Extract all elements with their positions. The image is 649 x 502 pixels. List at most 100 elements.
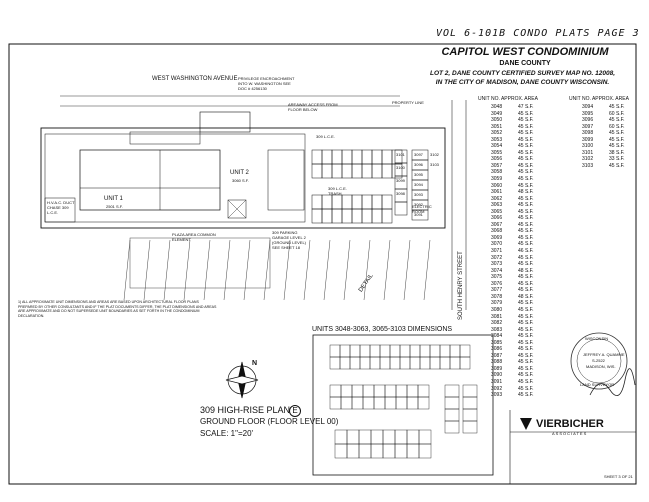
unit-area: 45 S.F. xyxy=(609,104,625,110)
unit-area: 45 S.F. xyxy=(518,162,534,169)
unit-area: 45 S.F. xyxy=(609,130,625,137)
unit-number: 3077 xyxy=(491,287,503,294)
unit-area: 45 S.F. xyxy=(609,143,625,150)
detail-unit xyxy=(339,356,351,370)
storage-units-grid xyxy=(267,149,429,224)
detail-unit xyxy=(358,429,372,445)
unit-number: 3088 xyxy=(491,359,503,366)
unit-number: 3072 xyxy=(491,254,503,261)
detail-unit xyxy=(382,429,396,445)
table-row: 3092 45 S.F. xyxy=(491,386,534,393)
parking-stall-line xyxy=(323,239,331,301)
storage-unit xyxy=(341,208,353,224)
detail-unit xyxy=(334,443,348,459)
plan-unit-number: 3101 xyxy=(396,152,405,157)
unit-number: 3094 xyxy=(582,104,594,110)
firm-name: VIERBICHER xyxy=(536,418,604,430)
unit2-area: 3060 S.F. xyxy=(232,178,249,183)
title-line2: IN THE CITY OF MADISON, DANE COUNTY WISC… xyxy=(435,79,610,86)
privilege-label: PRIVILEGE ENCROACHMENT INTO W. WASHINGTO… xyxy=(238,76,295,91)
unit-area: 45 S.F. xyxy=(518,274,534,281)
detail-unit xyxy=(462,396,478,410)
detail-unit xyxy=(406,384,419,398)
storage-unit xyxy=(371,163,383,179)
plan-unit-number: 3097 xyxy=(414,152,423,157)
detail-unit xyxy=(444,384,460,398)
unit-number: 3092 xyxy=(491,385,503,392)
storage-unit xyxy=(311,208,323,224)
unit-area: 45 S.F. xyxy=(518,110,534,117)
unit-number: 3055 xyxy=(491,149,503,156)
detail-units-grid xyxy=(329,344,478,459)
compass-north-label: N xyxy=(252,360,258,367)
unit-area: 45 S.F. xyxy=(518,123,534,130)
hvac-label: H.V.A.C. DUCT CHASE 309 L.C.E. xyxy=(47,200,75,215)
unit-area: 45 S.F. xyxy=(518,385,534,392)
detail-unit xyxy=(346,429,360,445)
storage-unit xyxy=(331,149,343,165)
unit-area: 60 S.F. xyxy=(609,123,625,130)
plan-unit-number: 3102 xyxy=(430,152,439,157)
parking-stall-line xyxy=(303,239,311,301)
unit-number: 3093 xyxy=(491,392,503,399)
seal-top: WISCONSIN xyxy=(585,336,609,341)
storage-unit xyxy=(321,208,333,224)
table-header-1: UNIT NO. APPROX. AREA xyxy=(478,96,538,102)
parking-stall-line xyxy=(123,239,131,301)
unit-number: 3091 xyxy=(491,378,503,385)
detail-unit xyxy=(359,344,371,358)
unit-number: 3087 xyxy=(491,352,503,359)
unit-number: 3101 xyxy=(582,149,594,156)
unit-area: 45 S.F. xyxy=(518,313,534,320)
unit-number: 3095 xyxy=(582,110,594,117)
unit-number: 3057 xyxy=(491,162,503,169)
seal-number: S-2522 xyxy=(592,358,605,363)
detail-unit xyxy=(419,356,431,370)
storage-unit xyxy=(311,149,323,165)
unit-number: 3076 xyxy=(491,280,503,287)
unit-area: 45 S.F. xyxy=(518,320,534,327)
parking-stall-line xyxy=(163,239,171,301)
detail-unit xyxy=(340,384,353,398)
parking-stall-line xyxy=(203,239,211,301)
seal-name: JEFFREY A. QUAMME xyxy=(583,352,625,357)
handwritten-header: VOL 6-101B CONDO PLATS PAGE 3 xyxy=(436,28,640,39)
property-line-label: PROPERTY LINE xyxy=(392,100,424,105)
plaza-label: PLAZA AREA COMMON ELEMENT xyxy=(172,232,216,242)
storage-unit xyxy=(331,194,343,210)
detail-unit xyxy=(379,356,391,370)
detail-unit xyxy=(349,356,361,370)
storage-unit xyxy=(311,163,323,179)
unit-number: 3063 xyxy=(491,202,503,209)
street-side-label: SOUTH HENRY STREET xyxy=(458,251,464,320)
lce-top-label: 309 L.C.E. xyxy=(316,134,335,139)
unit-area: 45 S.F. xyxy=(518,346,534,353)
unit-number: 3060 xyxy=(491,182,503,189)
storage-unit xyxy=(411,209,429,221)
detail-unit xyxy=(370,443,384,459)
unit-area: 48 S.F. xyxy=(518,267,534,274)
detail-unit xyxy=(329,396,342,410)
unit-area: 45 S.F. xyxy=(518,143,534,150)
unit-number: 3097 xyxy=(582,123,594,130)
seal-bottom: LAND SURVEYOR xyxy=(580,382,615,387)
storage-unit xyxy=(321,149,333,165)
detail-unit xyxy=(329,356,341,370)
unit-number: 3083 xyxy=(491,326,503,333)
unit-area: 33 S.F. xyxy=(609,156,625,163)
detail-unit xyxy=(362,384,375,398)
plaza-area xyxy=(129,237,271,289)
